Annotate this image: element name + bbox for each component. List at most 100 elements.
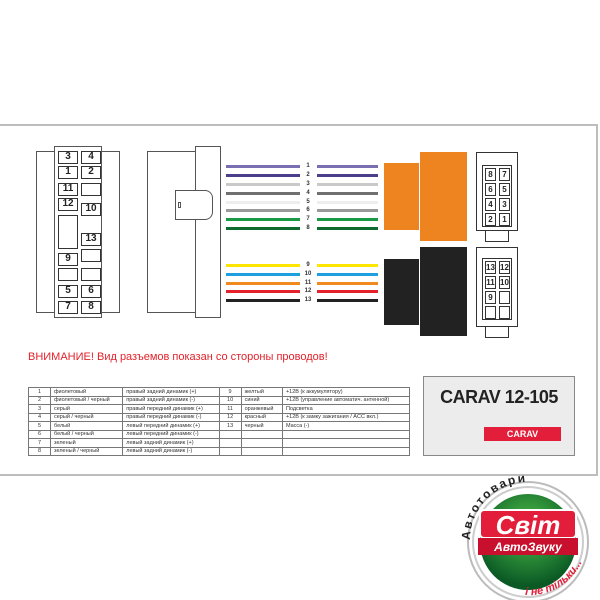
wire-8: [317, 227, 378, 230]
pin-13: 13: [485, 261, 496, 274]
pin-empty: [58, 268, 78, 281]
wire-13: [317, 299, 378, 302]
product-title: CARAV 12-105: [440, 387, 558, 407]
table-cell: левый задний динамик (+): [122, 438, 220, 448]
pin-6: 6: [81, 285, 101, 298]
table-cell: левый передний динамик (-): [122, 429, 220, 439]
connector-side-view: [147, 146, 221, 318]
svit-avtozvuku-logo: Світ АвтоЗвуку Автотовари і не тільки...: [459, 471, 589, 600]
wire-3: [226, 183, 300, 186]
table-cell: синий: [240, 395, 283, 405]
pin-12: 12: [499, 261, 510, 274]
table-cell: 4: [28, 412, 51, 422]
wire-label: 5: [306, 199, 310, 205]
wire-12: [226, 290, 300, 293]
table-cell: 2: [28, 395, 51, 405]
wire-2: [317, 174, 378, 177]
pin-8: 8: [485, 168, 496, 181]
wire-2: [226, 174, 300, 177]
pin-3: 3: [499, 198, 510, 211]
wire-8: [226, 227, 300, 230]
latch: [58, 215, 78, 249]
brand-badge: CARAV: [484, 427, 561, 441]
wire-5: [226, 201, 300, 204]
table-cell: 8: [28, 446, 51, 456]
wire-4: [317, 192, 378, 195]
wire-11: [317, 282, 378, 285]
table-cell: 11: [218, 404, 242, 414]
table-cell: 12: [218, 412, 242, 422]
pin-7: 7: [499, 168, 510, 181]
table-cell: [281, 429, 411, 439]
pin-4: 4: [485, 198, 496, 211]
table-cell: зеленый: [49, 438, 124, 448]
table-cell: [218, 438, 242, 448]
table-cell: 6: [28, 429, 51, 439]
pin-empty: [499, 291, 510, 304]
pin-5: 5: [499, 183, 510, 196]
product-box: CARAV 12-105 CARAV: [423, 376, 575, 456]
table-cell: 7: [28, 438, 51, 448]
table-cell: Подсветка: [281, 404, 411, 414]
pin-8: 8: [81, 301, 101, 314]
table-cell: правый задний динамик (-): [122, 395, 220, 405]
wire-6: [317, 209, 378, 212]
table-cell: 5: [28, 421, 51, 431]
pin-4: 4: [81, 151, 101, 164]
table-cell: 1: [28, 387, 51, 397]
pin-2: 2: [485, 213, 496, 226]
table-cell: серый / черный: [49, 412, 124, 422]
wire-9: [317, 264, 378, 267]
table-cell: оранжевый: [240, 404, 283, 414]
wire-label: 13: [304, 297, 312, 303]
wire-3: [317, 183, 378, 186]
table-cell: фиолетовый / черный: [49, 395, 124, 405]
table-cell: черный: [240, 421, 283, 431]
pin-empty: [485, 306, 496, 319]
table-cell: 10: [218, 395, 242, 405]
table-cell: 13: [218, 421, 242, 431]
wire-4: [226, 192, 300, 195]
pin-5: 5: [58, 285, 78, 298]
wire-label: 8: [306, 225, 310, 231]
wire-1: [317, 165, 378, 168]
wire-11: [226, 282, 300, 285]
table-cell: [240, 446, 283, 456]
table-cell: +12В (к замку зажигания / ACC вкл.): [281, 412, 411, 422]
wire-10: [226, 273, 300, 276]
warning-text: ВНИМАНИЕ! Вид разъемов показан со сторон…: [28, 351, 328, 363]
table-cell: красный: [240, 412, 283, 422]
table-cell: левый задний динамик (-): [122, 446, 220, 456]
pin-empty: [81, 183, 101, 196]
table-cell: [240, 429, 283, 439]
pin-2: 2: [81, 166, 101, 179]
wire-10: [317, 273, 378, 276]
wire-label: 10: [304, 271, 312, 277]
wire-1: [226, 165, 300, 168]
pin-12: 12: [58, 198, 78, 211]
wire-label: 7: [306, 216, 310, 222]
pin-7: 7: [58, 301, 78, 314]
table-cell: правый задний динамик (+): [122, 387, 220, 397]
wire-label: 6: [306, 207, 310, 213]
wire-label: 9: [306, 262, 310, 268]
wire-label: 1: [306, 163, 310, 169]
table-cell: Масса (-): [281, 421, 411, 431]
pin-10: 10: [499, 276, 510, 289]
wire-label: 11: [304, 280, 312, 286]
table-cell: зеленый / черный: [49, 446, 124, 456]
table-cell: серый: [49, 404, 124, 414]
table-cell: [281, 438, 411, 448]
wire-6: [226, 209, 300, 212]
pin-9: 9: [58, 253, 78, 266]
wire-label: 12: [304, 288, 312, 294]
